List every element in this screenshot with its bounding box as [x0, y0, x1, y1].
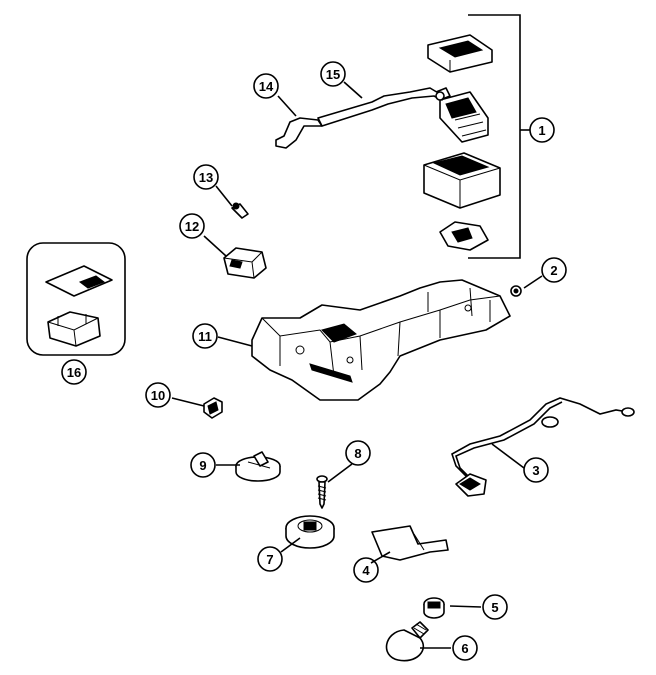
- part-7-knob: [285, 515, 335, 549]
- svg-text:15: 15: [326, 67, 340, 82]
- part-1-damper: [439, 221, 489, 251]
- svg-text:14: 14: [259, 79, 274, 94]
- callout-5: 5: [482, 594, 508, 620]
- callout-4: 4: [353, 557, 379, 583]
- part-14-bracket: [275, 117, 323, 149]
- svg-text:12: 12: [185, 219, 199, 234]
- part-1-bracket: [468, 14, 530, 259]
- svg-text:4: 4: [362, 563, 370, 578]
- svg-text:16: 16: [67, 365, 81, 380]
- part-13-screw: [231, 202, 249, 219]
- callout-15: 15: [320, 61, 346, 87]
- svg-text:5: 5: [491, 600, 498, 615]
- part-5-socket: [423, 597, 445, 619]
- part-2-nut: [510, 285, 522, 297]
- svg-text:3: 3: [532, 463, 539, 478]
- svg-text:6: 6: [461, 641, 468, 656]
- svg-text:7: 7: [266, 552, 273, 567]
- part-16-box: [26, 242, 126, 356]
- part-12-switch: [223, 247, 267, 279]
- part-1-louver: [435, 87, 489, 143]
- svg-text:9: 9: [199, 458, 206, 473]
- callout-3: 3: [523, 457, 549, 483]
- svg-text:11: 11: [198, 329, 212, 344]
- callout-2: 2: [541, 257, 567, 283]
- callout-13: 13: [193, 164, 219, 190]
- svg-text:13: 13: [199, 170, 213, 185]
- callout-8: 8: [345, 440, 371, 466]
- part-11-body: [251, 279, 511, 401]
- part-1-top-cover: [427, 34, 493, 73]
- callout-16: 16: [61, 359, 87, 385]
- part-9-knob: [235, 451, 281, 482]
- callout-9: 9: [190, 452, 216, 478]
- svg-text:1: 1: [538, 123, 545, 138]
- callout-1: 1: [529, 117, 555, 143]
- svg-text:10: 10: [151, 388, 165, 403]
- part-10-clip: [203, 397, 223, 419]
- part-8-screw: [316, 475, 328, 509]
- callout-12: 12: [179, 213, 205, 239]
- svg-text:8: 8: [354, 446, 361, 461]
- part-1-housing: [423, 152, 501, 209]
- part-3-harness: [451, 397, 635, 497]
- callout-10: 10: [145, 382, 171, 408]
- part-4-shield: [371, 525, 449, 561]
- svg-text:2: 2: [550, 263, 557, 278]
- callout-6: 6: [452, 635, 478, 661]
- callout-11: 11: [192, 323, 218, 349]
- callout-7: 7: [257, 546, 283, 572]
- callout-14: 14: [253, 73, 279, 99]
- part-15-rod: [317, 87, 445, 127]
- part-6-bulb: [385, 621, 429, 662]
